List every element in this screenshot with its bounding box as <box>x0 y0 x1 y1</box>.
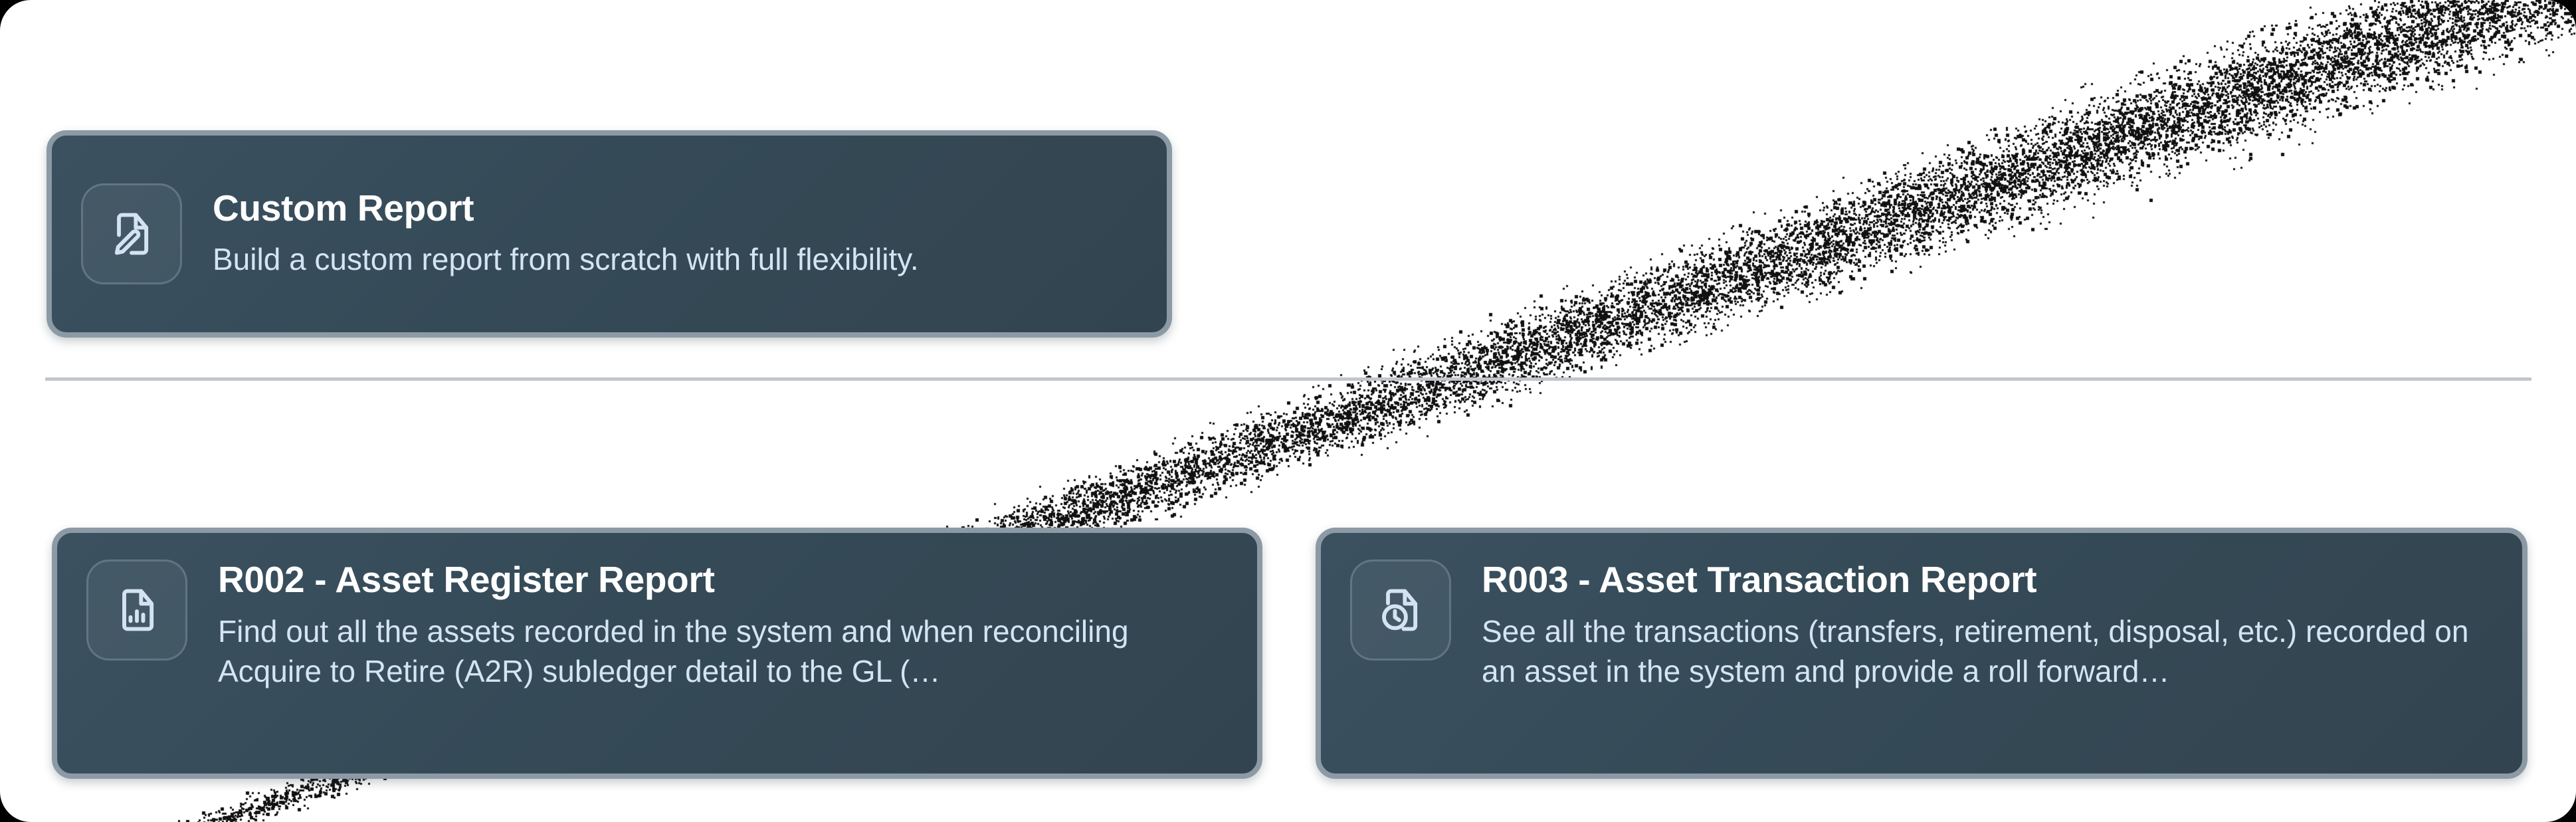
report-card-r003-title: R003 - Asset Transaction Report <box>1482 559 2037 600</box>
document-edit-icon <box>81 183 182 284</box>
document-chart-icon <box>86 560 187 661</box>
report-card-r002[interactable]: R002 - Asset Register Report Find out al… <box>52 528 1262 779</box>
report-card-r002-title: R002 - Asset Register Report <box>218 559 715 600</box>
report-card-r002-text: R002 - Asset Register Report Find out al… <box>218 559 1228 692</box>
custom-report-text: Custom Report Build a custom report from… <box>213 187 1138 280</box>
report-card-r003[interactable]: R003 - Asset Transaction Report See all … <box>1316 528 2527 779</box>
custom-report-description: Build a custom report from scratch with … <box>213 242 919 277</box>
report-card-r003-description: See all the transactions (transfers, ret… <box>1482 613 2469 689</box>
custom-report-title: Custom Report <box>213 187 474 229</box>
section-divider <box>45 377 2531 381</box>
document-clock-icon <box>1350 560 1451 661</box>
report-card-r003-text: R003 - Asset Transaction Report See all … <box>1482 559 2493 692</box>
report-card-r002-description: Find out all the assets recorded in the … <box>218 613 1129 689</box>
custom-report-card[interactable]: Custom Report Build a custom report from… <box>47 130 1172 338</box>
